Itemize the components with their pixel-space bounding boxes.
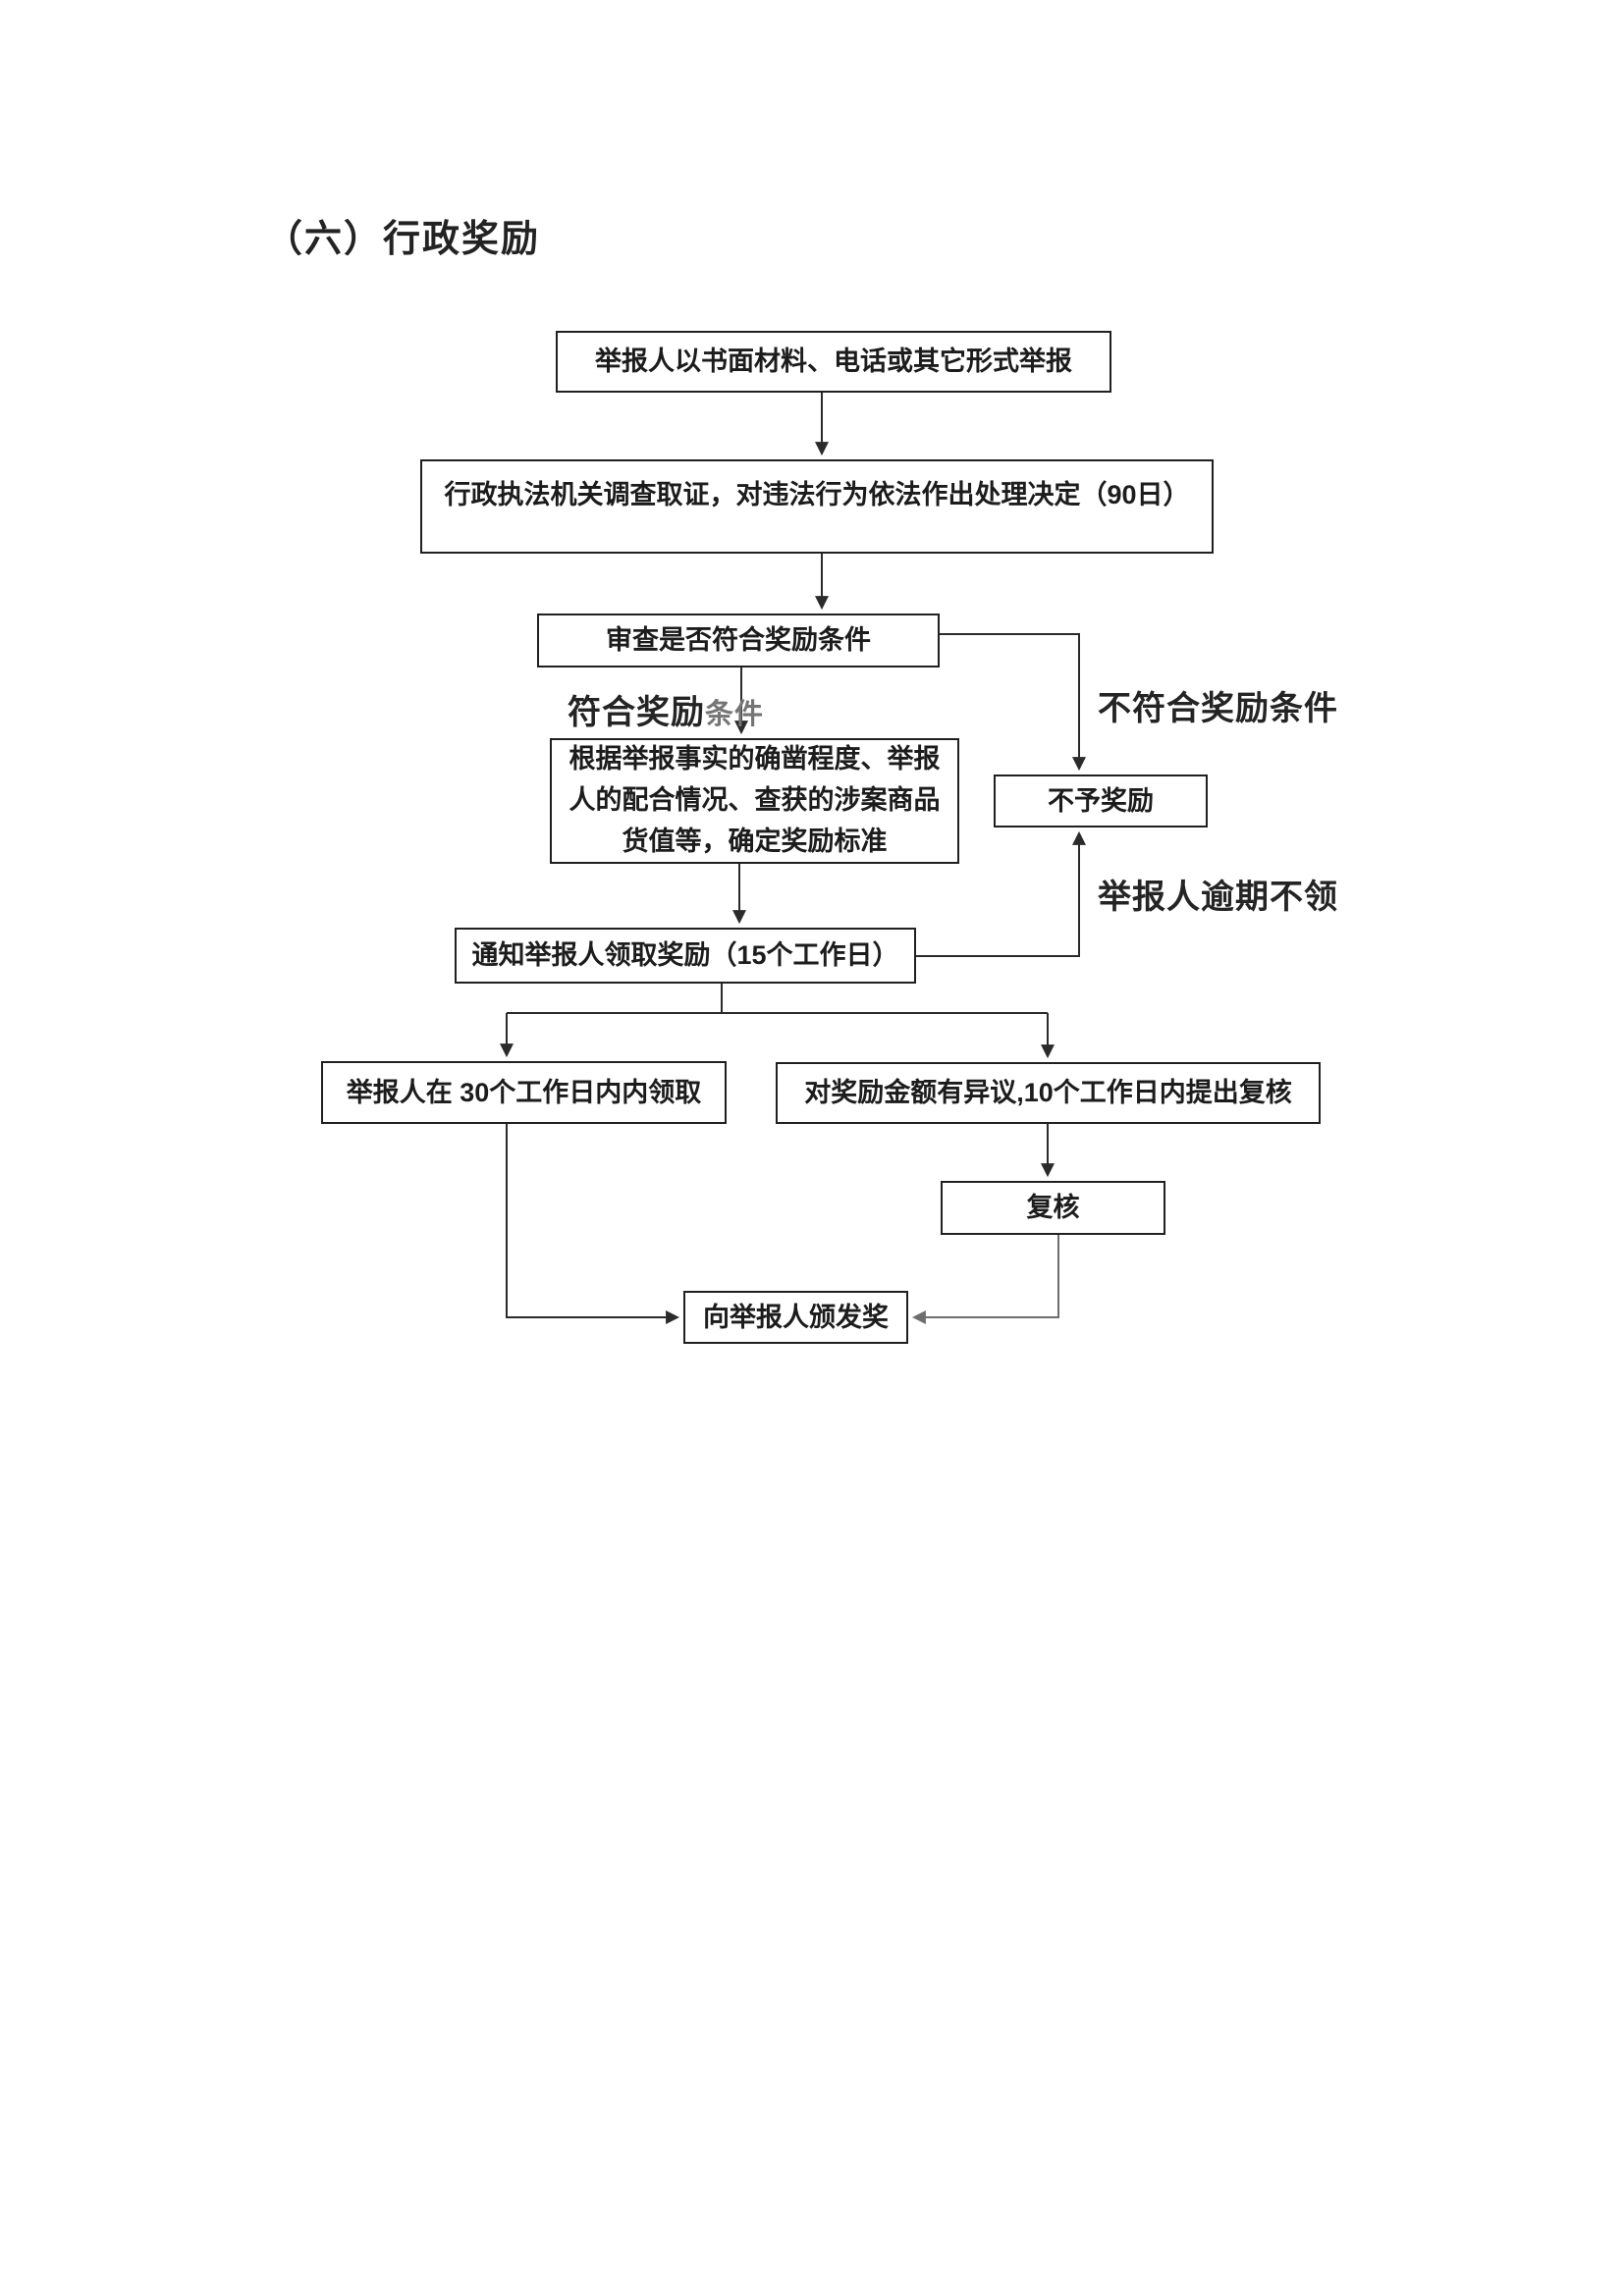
node-report: 举报人以书面材料、电话或其它形式举报 [556, 331, 1111, 393]
node-dispute: 对奖励金额有异议,10个工作日内提出复核 [776, 1062, 1321, 1124]
edge-label-qualify: 符合奖励条件 [568, 685, 764, 733]
node-collect: 举报人在 30个工作日内内领取 [321, 1061, 727, 1124]
node-no-reward: 不予奖励 [994, 774, 1208, 828]
connector-recheck-award [911, 1235, 1059, 1324]
edge-label-qualify-tail: 条件 [705, 699, 765, 730]
edge-label-not-qualify: 不符合奖励条件 [1098, 690, 1338, 727]
page-title: （六）行政奖励 [265, 219, 541, 260]
node-review: 审查是否符合奖励条件 [537, 614, 940, 667]
connector-notify-noreward [916, 830, 1086, 957]
node-notify: 通知举报人领取奖励（15个工作日） [455, 928, 916, 984]
node-award: 向举报人颁发奖 [683, 1291, 908, 1344]
node-determine: 根据举报事实的确凿程度、举报人的配合情况、查获的涉案商品货值等，确定奖励标准 [550, 738, 959, 864]
connector-review-noreward [940, 633, 1086, 772]
edge-label-overdue: 举报人逾期不领 [1098, 879, 1338, 916]
node-investigate: 行政执法机关调查取证，对违法行为依法作出处理决定（90日） [420, 459, 1214, 554]
connector-collect-award [506, 1124, 680, 1324]
node-recheck: 复核 [941, 1181, 1165, 1235]
edge-label-qualify-main: 符合奖励 [568, 694, 705, 731]
